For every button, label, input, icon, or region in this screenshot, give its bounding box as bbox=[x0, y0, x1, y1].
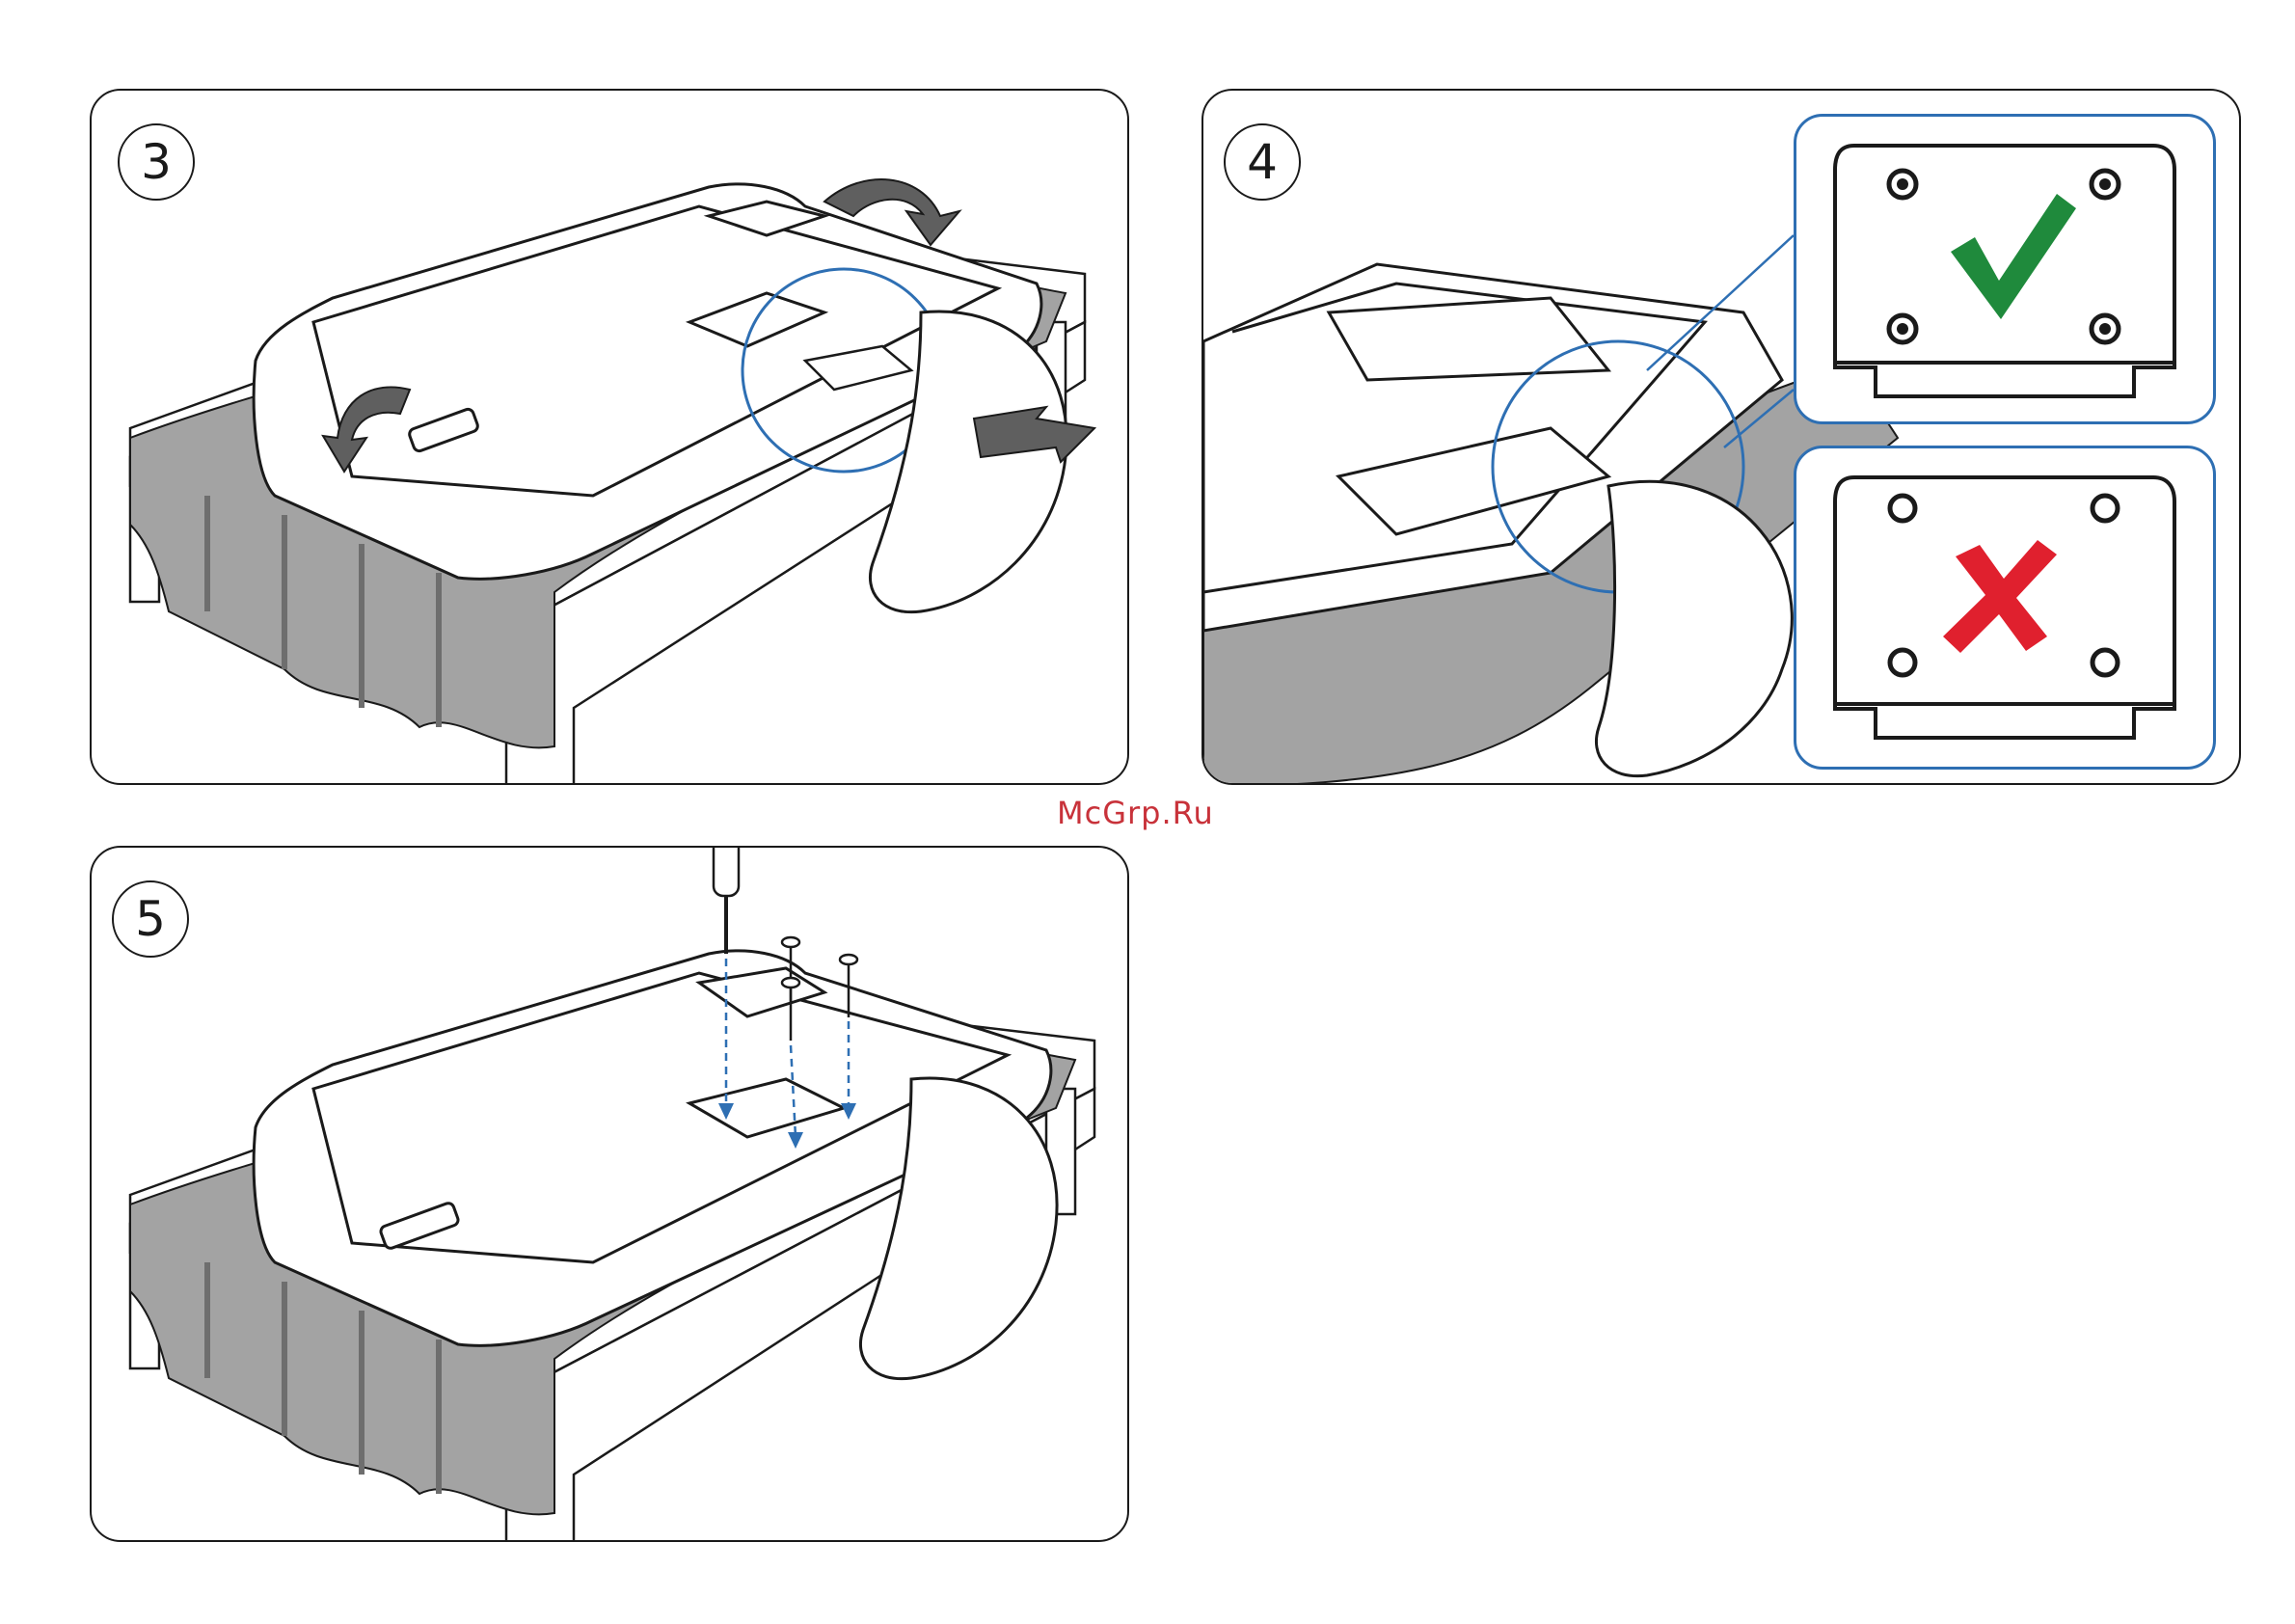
incorrect-mounting-inset bbox=[1794, 446, 2216, 770]
incorrect-mounting-drawing bbox=[1796, 448, 2213, 767]
watermark: McGrp.Ru bbox=[1057, 795, 1214, 831]
open-hole-icon bbox=[1890, 496, 1915, 521]
step-3-number: 3 bbox=[141, 138, 172, 186]
step-4-badge: 4 bbox=[1224, 123, 1301, 201]
step-5-badge: 5 bbox=[112, 880, 189, 958]
correct-mounting-drawing bbox=[1796, 117, 2213, 421]
open-hole-icon bbox=[2092, 650, 2118, 675]
open-hole-icon bbox=[2092, 496, 2118, 521]
step-3-badge: 3 bbox=[118, 123, 195, 201]
open-hole-icon bbox=[1890, 650, 1915, 675]
step-3-panel: 3 bbox=[90, 89, 1129, 785]
step-4-number: 4 bbox=[1247, 138, 1278, 186]
correct-mounting-inset bbox=[1794, 114, 2216, 424]
step-5-number: 5 bbox=[135, 895, 166, 943]
step-5-panel: 5 bbox=[90, 846, 1129, 1542]
step-5-illustration bbox=[92, 848, 1129, 1542]
step-4-panel: 4 bbox=[1202, 89, 2241, 785]
step-3-illustration bbox=[92, 91, 1129, 785]
screwdriver-icon bbox=[714, 848, 739, 954]
